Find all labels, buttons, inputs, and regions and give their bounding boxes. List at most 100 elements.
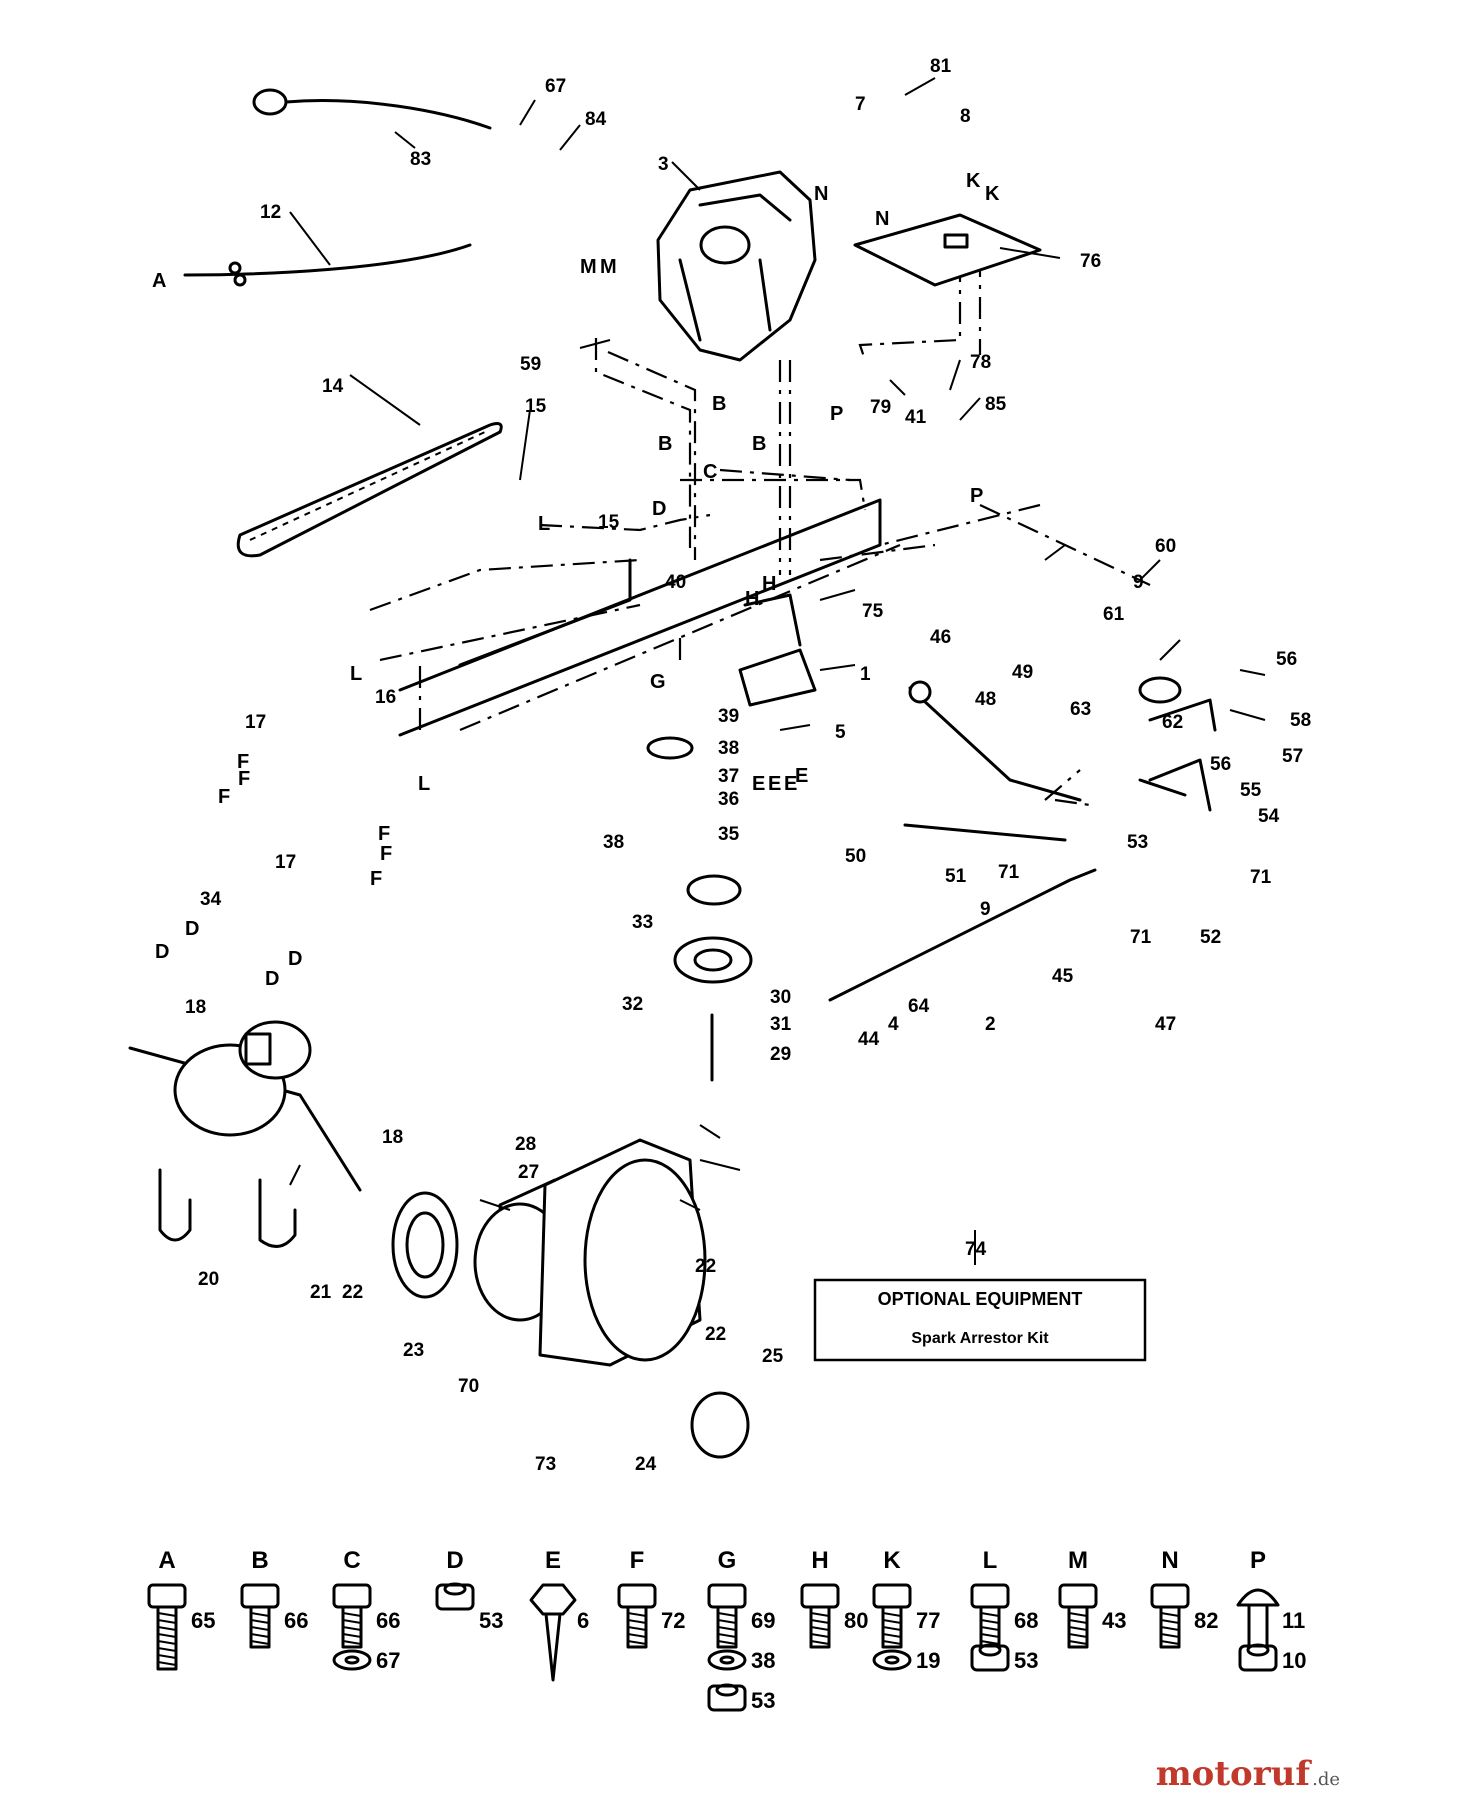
callout-21: 21 xyxy=(310,1282,332,1303)
callout-20: 20 xyxy=(198,1269,219,1290)
wheel-assembly xyxy=(391,1138,750,1459)
ref-letter-F5: F xyxy=(380,843,392,865)
throttle-cable-12 xyxy=(183,243,472,287)
callout-32: 32 xyxy=(622,994,643,1015)
callout-31: 31 xyxy=(770,1014,792,1035)
engine-3 xyxy=(656,170,817,362)
ref-letter-M1: M xyxy=(580,256,597,278)
callout-3: 3 xyxy=(658,154,669,175)
callout-52: 52 xyxy=(1200,927,1221,948)
legend-item-e: E6 xyxy=(529,1547,589,1682)
callout-75: 75 xyxy=(862,601,884,622)
pulley-stack xyxy=(646,736,753,1082)
legend-part-number: 65 xyxy=(191,1608,215,1633)
legend-letter: F xyxy=(630,1547,645,1574)
legend-part-number: 66 xyxy=(376,1608,400,1633)
callout-22-top: 22 xyxy=(695,1256,716,1277)
watermark: motoruf .de xyxy=(1156,1754,1340,1794)
engine-plate-76 xyxy=(853,213,1042,287)
callout-35: 35 xyxy=(718,824,740,845)
ref-letter-F4: F xyxy=(378,823,390,845)
callout-2: 2 xyxy=(985,1014,996,1035)
callout-17-top: 17 xyxy=(245,712,266,733)
legend-letter: K xyxy=(883,1547,901,1574)
callout-29: 29 xyxy=(770,1044,791,1065)
optional-equipment-item: Spark Arrestor Kit xyxy=(911,1330,1049,1347)
legend-part-number: 66 xyxy=(284,1608,308,1633)
callout-56-mid: 56 xyxy=(1210,754,1231,775)
legend-letter: B xyxy=(251,1547,268,1574)
legend-part-number: 53 xyxy=(751,1688,775,1713)
callout-15-left: 15 xyxy=(525,396,547,417)
frame-rails xyxy=(398,498,882,737)
callout-47: 47 xyxy=(1155,1014,1176,1035)
ref-letter-E1: E xyxy=(752,773,765,795)
legend-letter: E xyxy=(545,1547,561,1574)
callout-74: 74 xyxy=(965,1239,987,1260)
callout-44: 44 xyxy=(858,1029,880,1050)
legend-letter: G xyxy=(718,1547,737,1574)
callout-78: 78 xyxy=(970,352,991,373)
ref-letter-M2: M xyxy=(600,256,617,278)
callout-53: 53 xyxy=(1127,832,1148,853)
callout-leaders xyxy=(289,77,1266,1265)
optional-equipment-box: OPTIONAL EQUIPMENT Spark Arrestor Kit xyxy=(813,1278,1147,1362)
callout-63: 63 xyxy=(1070,699,1091,720)
ref-letter-B3: B xyxy=(752,433,766,455)
ref-letter-E3: E xyxy=(784,773,797,795)
callout-15-center: 15 xyxy=(598,512,620,533)
legend-part-number: 82 xyxy=(1194,1608,1218,1633)
callout-16: 16 xyxy=(375,687,396,708)
callout-67-top: 67 xyxy=(545,76,566,97)
transaxle xyxy=(128,1020,362,1248)
callout-61: 61 xyxy=(1103,604,1125,625)
legend-item-a: A 65 xyxy=(147,1547,215,1671)
watermark-tld: .de xyxy=(1312,1769,1340,1790)
callout-28: 28 xyxy=(515,1134,536,1155)
ref-letter-F3: F xyxy=(218,786,230,808)
reference-letters: A M M N N K K B B B C P P D L H H G L L … xyxy=(152,170,1000,990)
hardware-legend: A65B66C6667D53E6F72G693853H80K7719L6853M… xyxy=(147,1547,1306,1713)
legend-part-number: 38 xyxy=(751,1648,775,1673)
legend-letter: P xyxy=(1250,1547,1266,1574)
callout-54: 54 xyxy=(1258,806,1280,827)
ref-letter-N1: N xyxy=(814,183,828,205)
ref-letter-D4: D xyxy=(288,948,302,970)
legend-part-number: 77 xyxy=(916,1608,940,1633)
drive-belt-14 xyxy=(236,422,503,558)
legend-letter: D xyxy=(446,1547,463,1574)
ref-letter-P1: P xyxy=(830,403,843,425)
callout-58: 58 xyxy=(1290,710,1311,731)
legend-letter: A xyxy=(158,1547,175,1574)
callout-17-mid: 17 xyxy=(275,852,296,873)
callout-39: 39 xyxy=(718,706,739,727)
legend-item-h: H80 xyxy=(800,1547,868,1649)
callout-18-mid: 18 xyxy=(382,1127,403,1148)
ref-letter-A: A xyxy=(152,270,166,292)
legend-part-number: 6 xyxy=(577,1608,589,1633)
callout-56-top: 56 xyxy=(1276,649,1297,670)
callout-37: 37 xyxy=(718,766,739,787)
bracket-61 xyxy=(1138,676,1217,797)
callout-27: 27 xyxy=(518,1162,539,1183)
callout-71-low: 71 xyxy=(1130,927,1152,948)
ref-letter-F2: F xyxy=(238,768,250,790)
shift-linkage xyxy=(828,680,1212,1002)
callout-38-mid: 38 xyxy=(603,832,624,853)
callout-46: 46 xyxy=(930,627,951,648)
ref-letter-G: G xyxy=(650,671,666,693)
callout-73: 73 xyxy=(535,1454,556,1475)
callout-70: 70 xyxy=(458,1376,479,1397)
ref-letter-F1: F xyxy=(237,751,249,773)
dipstick-83 xyxy=(252,88,492,130)
ref-letter-K1: K xyxy=(966,170,981,192)
ref-letter-B1: B xyxy=(712,393,726,415)
callout-numbers: 81 67 7 8 84 83 3 12 76 59 78 14 85 79 1… xyxy=(185,56,1311,1475)
callout-33: 33 xyxy=(632,912,653,933)
legend-item-n: N82 xyxy=(1150,1547,1218,1649)
callout-57: 57 xyxy=(1282,746,1303,767)
